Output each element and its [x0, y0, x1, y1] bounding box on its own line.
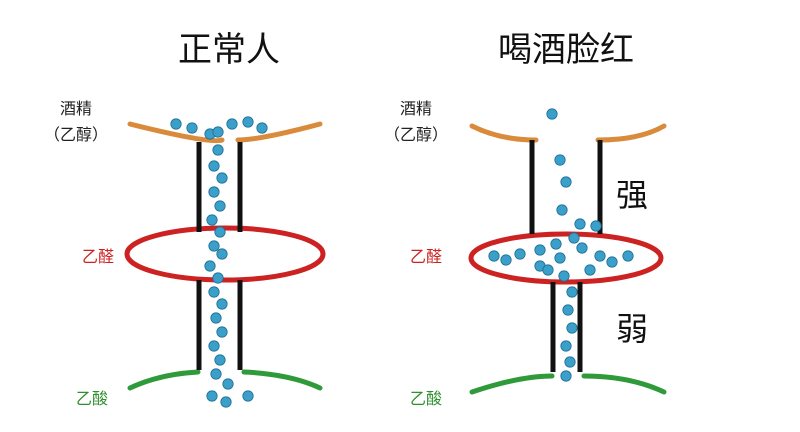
molecule: [186, 122, 198, 134]
molecule: [216, 298, 228, 310]
label-acetaldehyde-left: 乙醛: [82, 247, 115, 266]
molecule: [558, 270, 570, 282]
molecule: [560, 340, 572, 352]
molecule: [210, 312, 222, 324]
molecule: [208, 340, 220, 352]
molecule: [210, 368, 222, 380]
molecule: [216, 326, 228, 338]
molecule: [514, 248, 526, 260]
molecule: [208, 240, 220, 252]
molecule: [208, 286, 220, 298]
molecule: [546, 108, 558, 120]
acetic-curve-left: [127, 369, 323, 391]
molecule: [242, 116, 254, 128]
label-acetic-right: 乙酸: [410, 389, 443, 408]
molecule: [564, 356, 576, 368]
molecule: [594, 250, 606, 262]
molecule: [554, 252, 566, 264]
molecule: [554, 154, 566, 166]
molecule: [204, 260, 216, 272]
molecule: [606, 256, 618, 268]
channel-walls-right: [529, 140, 603, 372]
molecule: [214, 200, 226, 212]
acetaldehyde-ring-left: [124, 225, 326, 283]
title-normal: 正常人: [178, 30, 280, 70]
label-acetic-left: 乙酸: [76, 389, 109, 408]
molecule: [560, 370, 572, 382]
molecule: [256, 122, 268, 134]
ethanol-curve-left: [127, 121, 323, 144]
diagram-normal: [124, 116, 326, 408]
molecule: [226, 118, 238, 130]
molecule: [556, 204, 568, 216]
molecule: [214, 354, 226, 366]
molecule: [208, 186, 220, 198]
molecule: [576, 242, 588, 254]
molecule: [574, 218, 586, 230]
molecule: [220, 396, 232, 408]
label-strong: 强: [616, 176, 649, 214]
acetaldehyde-ring-right: [468, 231, 664, 285]
molecule: [216, 172, 228, 184]
molecule: [534, 244, 546, 256]
molecule: [212, 272, 224, 284]
molecules-left: [170, 116, 268, 408]
molecule: [214, 226, 226, 238]
label-ethanol-left: （乙醇）: [44, 125, 109, 144]
label-alcohol-left: 酒精: [60, 99, 93, 118]
molecule: [584, 264, 596, 276]
acetic-curve-right: [469, 373, 667, 395]
molecule: [542, 264, 554, 276]
molecule: [206, 214, 218, 226]
molecule: [562, 304, 574, 316]
molecule: [212, 126, 224, 138]
molecule: [550, 238, 562, 250]
ethanol-curve-right: [469, 123, 667, 143]
molecule: [170, 118, 182, 130]
molecule: [216, 248, 228, 260]
molecule: [590, 220, 602, 232]
molecule: [242, 390, 254, 402]
molecules-right: [488, 108, 634, 382]
molecule: [208, 160, 220, 172]
molecule: [206, 390, 218, 402]
label-alcohol-right: 酒精: [400, 99, 433, 118]
molecule: [488, 250, 500, 262]
label-ethanol-right: （乙醇）: [384, 125, 449, 144]
molecule: [566, 286, 578, 298]
molecule: [566, 322, 578, 334]
molecule: [500, 254, 512, 266]
channel-walls-left: [196, 142, 243, 370]
label-weak: 弱: [616, 310, 649, 348]
diagram-flush: [468, 108, 667, 395]
molecule: [222, 378, 234, 390]
molecule: [568, 232, 580, 244]
molecule: [212, 144, 224, 156]
molecule: [560, 176, 572, 188]
molecule: [622, 250, 634, 262]
title-flush: 喝酒脸红: [498, 30, 634, 70]
label-acetaldehyde-right: 乙醛: [410, 247, 443, 266]
